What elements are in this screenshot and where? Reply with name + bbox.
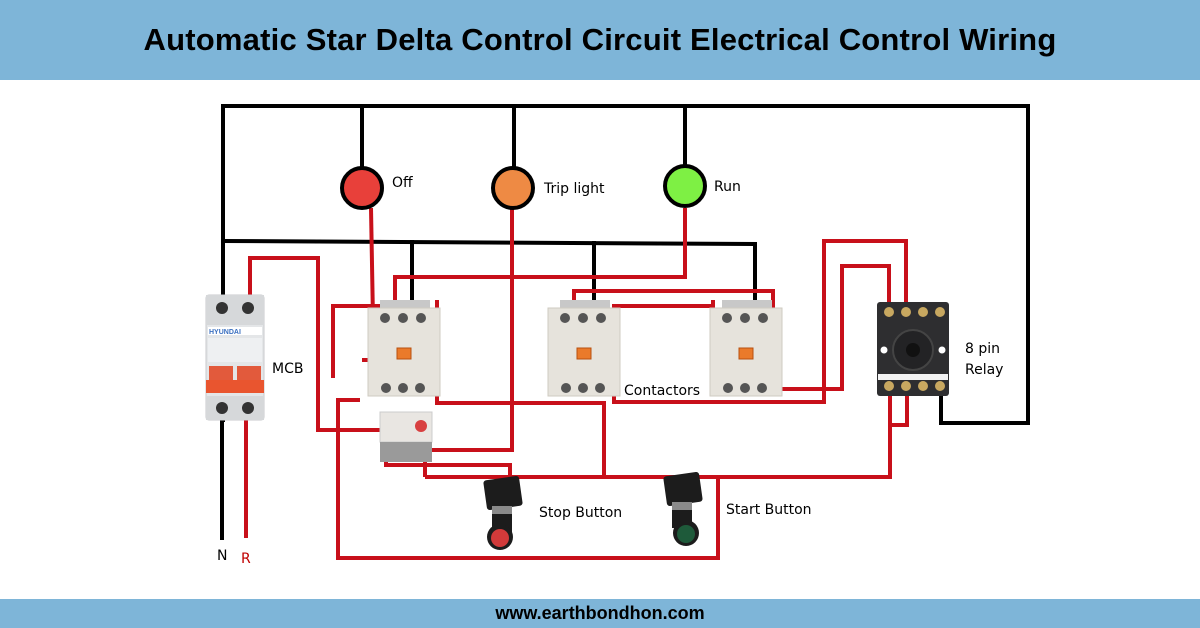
mcb-screw-icon <box>242 402 254 414</box>
neutral-top-bus <box>221 104 1030 425</box>
relay-terminal-icon <box>918 381 928 391</box>
lamp-off: Off <box>340 166 413 210</box>
overload-terminals <box>380 442 432 462</box>
mcb-toggle-right <box>237 366 261 382</box>
start-button-face-icon <box>677 525 695 543</box>
mcb-bottom-terminals <box>206 396 264 420</box>
lamp-trip: Trip light <box>491 166 605 210</box>
stop-button-label: Stop Button <box>539 505 622 521</box>
relay-terminal-icon <box>901 381 911 391</box>
relay-bottom-bridge <box>890 392 909 427</box>
start-button-loop <box>336 398 720 560</box>
relay-bottom-strip <box>878 374 948 380</box>
off-lamp-icon <box>340 166 384 210</box>
contactor-window <box>738 347 754 360</box>
mcb-brand-strip <box>208 327 262 335</box>
footer-url: www.earthbondhon.com <box>495 603 705 623</box>
relay-mount-hole-icon <box>880 346 888 354</box>
contactor-terminal-icon <box>561 383 571 393</box>
contactor-terminal-icon <box>740 313 750 323</box>
run-lamp-wire <box>393 208 687 304</box>
line-label: R <box>241 551 251 567</box>
relay-mount-hole-icon <box>938 346 946 354</box>
overload-relay <box>379 411 433 462</box>
contactor-main <box>367 300 441 397</box>
contactor-terminal-icon <box>722 313 732 323</box>
start-button: Start Button <box>663 472 812 546</box>
mcb-toggle-bar <box>206 380 264 393</box>
neutral-contactor-bus <box>220 238 757 305</box>
mcb-screw-icon <box>242 302 254 314</box>
contactor-window <box>396 347 412 360</box>
relay-terminal-icon <box>935 307 945 317</box>
mcb-screw-icon <box>216 302 228 314</box>
mcb-label: MCB <box>272 361 303 377</box>
start-button-collar <box>672 502 692 512</box>
contactor-top-lugs <box>380 300 430 310</box>
mcb-info-panel <box>208 338 262 362</box>
lamp-off-label: Off <box>392 175 413 191</box>
contactor-terminal-icon <box>415 383 425 393</box>
relay-bottom-wire <box>425 390 892 479</box>
relay-coil-wire <box>774 264 891 391</box>
contactor-window <box>576 347 592 360</box>
stop-button-face-icon <box>491 529 509 547</box>
contactors-label: Contactors <box>624 383 700 399</box>
footer-banner: www.earthbondhon.com <box>0 599 1200 628</box>
relay-label-line1: 8 pin <box>965 341 1000 357</box>
mcb-brand-text: HYUNDAI <box>209 329 241 336</box>
mcb-breaker: HYUNDAI MCB <box>205 294 303 421</box>
contactor-terminal-icon <box>740 383 750 393</box>
neutral-wires <box>220 104 1030 540</box>
contactor-terminal-icon <box>758 313 768 323</box>
mcb-toggle-left <box>209 366 233 382</box>
contactor-terminal-icon <box>560 313 570 323</box>
contactor-terminal-icon <box>398 313 408 323</box>
off-lamp-wire <box>369 207 375 321</box>
start-button-label: Start Button <box>726 502 812 518</box>
contactor-terminal-icon <box>596 313 606 323</box>
contactor-terminal-icon <box>381 383 391 393</box>
contactor-star <box>547 300 621 397</box>
neutral-label: N <box>217 548 227 564</box>
title-banner: Automatic Star Delta Control Circuit Ele… <box>0 0 1200 80</box>
stop-button: Stop Button <box>483 476 622 550</box>
mcb-to-overload <box>248 256 393 432</box>
relay-terminal-icon <box>935 381 945 391</box>
contactor-terminal-icon <box>416 313 426 323</box>
lamp-run-label: Run <box>714 179 741 195</box>
contactor-terminal-icon <box>578 383 588 393</box>
contactor-terminal-icon <box>757 383 767 393</box>
start-button-housing <box>663 472 703 506</box>
run-lamp-icon <box>663 164 707 208</box>
c2-c3-link-aux <box>612 300 715 335</box>
contactor-terminal-icon <box>380 313 390 323</box>
relay-8pin: 8 pin Relay <box>877 302 1003 396</box>
page-title: Automatic Star Delta Control Circuit Ele… <box>143 22 1057 57</box>
contactor-delta <box>709 300 783 397</box>
contactor-terminal-icon <box>723 383 733 393</box>
stop-button-housing <box>483 476 523 510</box>
overload-dial-icon <box>415 420 427 432</box>
relay-key-icon <box>906 343 920 357</box>
contactor-terminal-icon <box>595 383 605 393</box>
mcb-top-terminals <box>206 295 264 325</box>
contactor-terminal-icon <box>578 313 588 323</box>
lamp-trip-label: Trip light <box>543 181 605 197</box>
trip-lamp-icon <box>491 166 535 210</box>
relay-label-line2: Relay <box>965 362 1003 378</box>
stop-button-collar <box>492 506 512 516</box>
relay-terminal-icon <box>901 307 911 317</box>
relay-terminal-icon <box>884 307 894 317</box>
lamp-run: Run <box>663 164 741 208</box>
contactor-terminal-icon <box>398 383 408 393</box>
relay-terminal-icon <box>918 307 928 317</box>
contactor-top-lugs <box>722 300 772 310</box>
contactor-top-lugs <box>560 300 610 310</box>
relay-terminal-icon <box>884 381 894 391</box>
mcb-screw-icon <box>216 402 228 414</box>
